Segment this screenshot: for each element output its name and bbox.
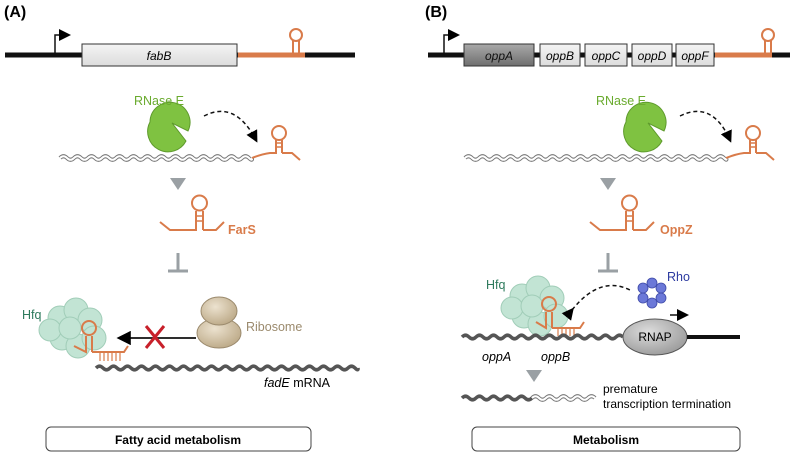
gene-box-oppF (675, 43, 715, 67)
footer-box-a (45, 426, 312, 452)
promoter-arrow-icon (54, 29, 71, 55)
fars-label: FarS (228, 223, 256, 237)
precursor-mrna-inner (464, 155, 728, 161)
hfq-icon (38, 297, 107, 359)
fars-bound-icon (73, 320, 129, 354)
gene-label-fabB: fabB (147, 49, 172, 63)
cleavage-arrow (203, 110, 258, 143)
ribosome-icon (196, 296, 242, 349)
truncated-mrna (460, 394, 534, 402)
rnase-e-label: RNase E (596, 94, 646, 108)
gene-box-oppC (584, 43, 628, 67)
footer-label-a: Fatty acid metabolism (115, 433, 241, 447)
footer-label-b: Metabolism (573, 433, 639, 447)
rnase-e-icon (147, 101, 191, 153)
terminator-icon (761, 28, 775, 55)
fars-srna-icon (159, 194, 225, 231)
ribosome-label: Ribosome (246, 320, 302, 334)
gene-label-oppB: oppB (546, 49, 574, 63)
rnap-label: RNAP (638, 330, 671, 344)
gene-label-oppC: oppC (592, 49, 621, 63)
gene-box-oppD (631, 43, 673, 67)
target-gene-name: fadE (264, 376, 290, 390)
panel-b: (B) oppA oppB oppC oppD oppF RNase E (425, 4, 790, 452)
oppz-label: OppZ (660, 223, 693, 237)
termination-line-2: transcription termination (603, 397, 731, 411)
precursor-mrna-inner (59, 155, 254, 161)
precursor-3utr (251, 125, 301, 161)
precursor-3utr (725, 125, 775, 161)
gene-label-oppF: oppF (681, 49, 709, 63)
gene-label-oppA: oppA (485, 49, 513, 63)
hfq-label: Hfq (486, 278, 506, 292)
termination-arrow-icon (526, 370, 542, 382)
rnase-e-icon (623, 101, 667, 153)
termination-line-1: premature (603, 382, 658, 396)
panel-b-letter: (B) (425, 4, 447, 21)
mrna-label-oppA: oppA (482, 350, 511, 364)
panel-a-letter: (A) (4, 4, 26, 21)
promoter-arrow-icon (443, 29, 460, 55)
truncated-mrna-tail-inner (531, 395, 596, 401)
block-x-icon (144, 325, 166, 349)
oppz-srna-icon (589, 194, 655, 231)
gene-label-oppD: oppD (638, 49, 667, 63)
gene-box-fabB (81, 43, 238, 67)
processing-arrow-icon (170, 178, 186, 190)
rho-recruit-arrow (561, 284, 631, 321)
target-suffix: mRNA (290, 376, 331, 390)
basepairing-icon (99, 353, 121, 361)
repression-icon (168, 253, 188, 273)
cleavage-arrow (679, 110, 732, 143)
hfq-label: Hfq (22, 308, 42, 322)
rho-label: Rho (667, 270, 690, 284)
rnase-e-label: RNase E (134, 94, 184, 108)
gene-box-oppB (539, 43, 581, 67)
mrna-label-oppB: oppB (541, 350, 570, 364)
panel-b-locus: oppA oppB oppC oppD oppF (428, 28, 790, 67)
footer-box-b (471, 426, 741, 452)
gene-box-oppA (463, 43, 535, 67)
target-mrna-label: fadE mRNA (264, 376, 331, 390)
target-mrna (94, 364, 360, 372)
terminator-icon (289, 28, 303, 55)
rho-icon (637, 277, 667, 309)
panel-a: (A) fabB RNase E (4, 4, 360, 452)
opp-mrna (460, 333, 625, 341)
repression-icon (598, 253, 618, 273)
oppz-bound-icon (535, 296, 585, 330)
panel-a-locus: fabB (5, 28, 355, 67)
processing-arrow-icon (600, 178, 616, 190)
